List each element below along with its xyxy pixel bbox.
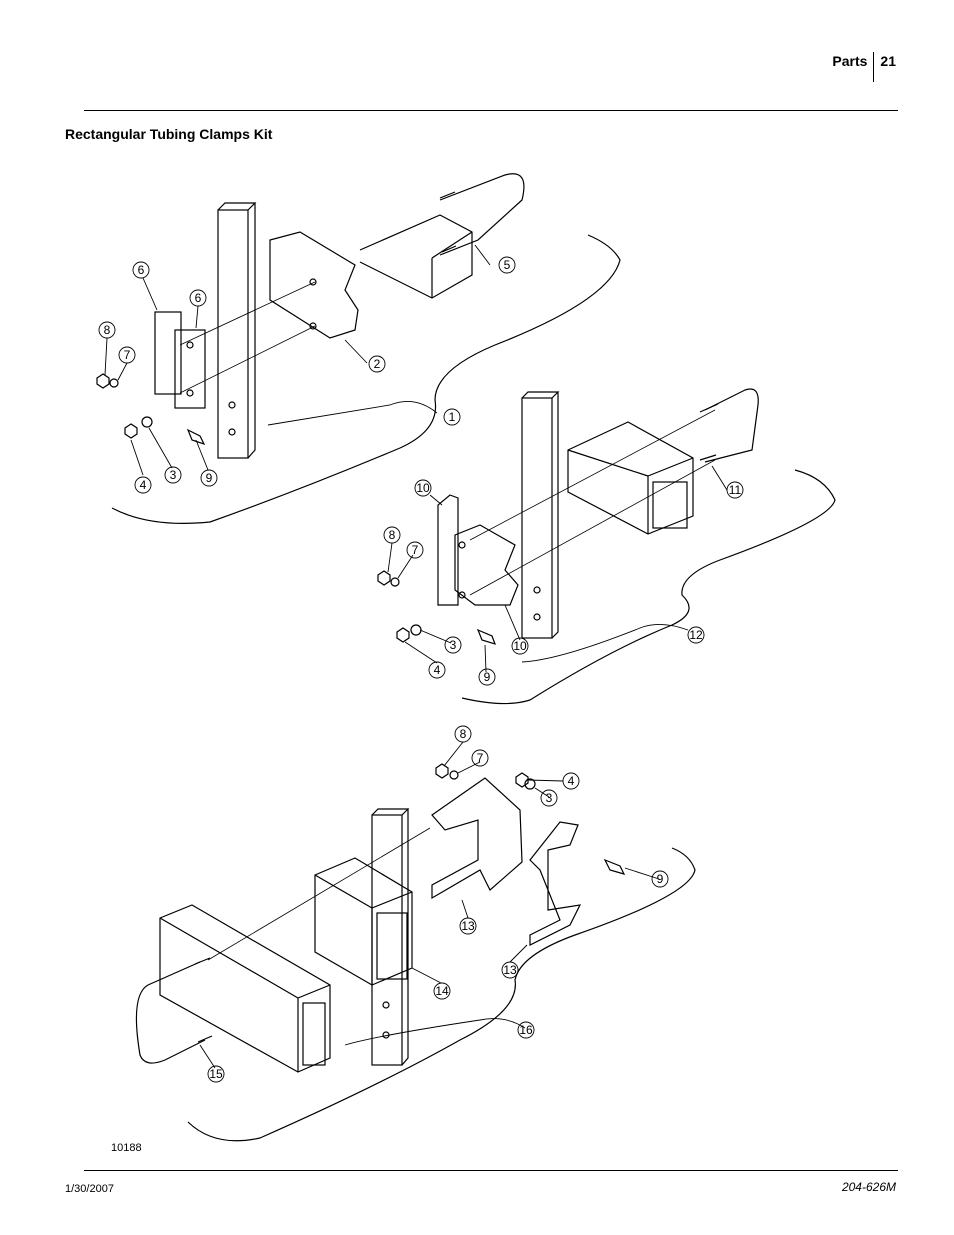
bottom-rule xyxy=(84,1170,898,1171)
tube-c-14 xyxy=(314,857,413,986)
tube-a xyxy=(359,214,473,299)
callout-label: 9 xyxy=(657,872,664,886)
bolt-b-9 xyxy=(476,628,496,645)
callout-label: 6 xyxy=(138,263,145,277)
callout-label: 9 xyxy=(206,471,213,485)
document-number: 204-626M xyxy=(841,1180,896,1194)
page-title: Rectangular Tubing Clamps Kit xyxy=(65,126,273,142)
callout-label: 7 xyxy=(412,543,419,557)
washer-a-3 xyxy=(141,416,153,428)
assembly-c xyxy=(135,763,696,1142)
washer-b-7 xyxy=(390,577,400,587)
bolt-c-9 xyxy=(603,858,626,875)
parts-exploded-diagram: 6 6 8 7 5 2 1 4 3 9 10 8 7 11 12 10 3 4 … xyxy=(96,173,836,1142)
callout-label: 13 xyxy=(461,919,475,933)
post-b xyxy=(521,397,553,639)
page-number: 21 xyxy=(880,53,896,69)
bracket-c-13a xyxy=(431,777,523,900)
callout-label: 8 xyxy=(460,727,467,741)
floor-outline-c xyxy=(187,847,696,1142)
post-a xyxy=(217,209,249,459)
tube-b xyxy=(567,421,694,535)
floor-outline-a xyxy=(111,234,621,524)
section-name: Parts xyxy=(832,53,868,69)
callout-label: 9 xyxy=(484,670,491,684)
callout-label: 10 xyxy=(513,639,527,653)
callout-label: 15 xyxy=(209,1067,223,1081)
callout-label: 3 xyxy=(546,791,553,805)
callout-label: 4 xyxy=(568,774,575,788)
assembly-b xyxy=(377,388,836,705)
callout-label: 1 xyxy=(449,410,456,424)
u-bolt-c xyxy=(135,961,206,1064)
washer-a-7 xyxy=(109,378,119,388)
floor-outline-b xyxy=(461,469,836,705)
clamp-plate-b1 xyxy=(437,494,459,606)
page-header: Parts 21 xyxy=(832,52,896,82)
plate-a xyxy=(269,231,359,339)
top-rule xyxy=(84,110,898,111)
nut-c-4 xyxy=(515,772,529,788)
callout-label: 11 xyxy=(729,483,742,497)
clamp-plate-b2 xyxy=(454,524,519,606)
clamp-plate-a1 xyxy=(154,311,182,395)
nut-b-4 xyxy=(396,627,410,643)
washer-b-3 xyxy=(410,624,422,636)
header-divider xyxy=(873,52,875,82)
nut-b-8 xyxy=(377,570,391,586)
callout-labels: 6 6 8 7 5 2 1 4 3 9 10 8 7 11 12 10 3 4 … xyxy=(104,258,742,1081)
footer-date: 1/30/2007 xyxy=(65,1183,114,1195)
clamp-plate-a2 xyxy=(174,329,206,409)
callout-label: 7 xyxy=(477,751,484,765)
nut-a-4 xyxy=(124,423,138,439)
tube-c-large xyxy=(159,904,331,1073)
callout-label: 8 xyxy=(104,323,111,337)
bracket-c-13b xyxy=(529,821,582,946)
callout-label: 8 xyxy=(389,528,396,542)
washer-c-7 xyxy=(449,770,459,780)
callout-label: 10 xyxy=(416,481,430,495)
callout-label: 6 xyxy=(195,291,202,305)
callout-label: 3 xyxy=(450,638,457,652)
nut-a-8 xyxy=(96,373,110,389)
callout-label: 3 xyxy=(170,468,177,482)
callout-label: 5 xyxy=(504,258,511,272)
callout-label: 4 xyxy=(434,663,441,677)
bolt-a-9 xyxy=(186,428,206,446)
u-bolt-a xyxy=(439,173,525,256)
callout-label: 16 xyxy=(519,1023,533,1037)
callout-label: 7 xyxy=(124,348,131,362)
figure-number: 10188 xyxy=(111,1142,142,1154)
callout-label: 13 xyxy=(503,963,517,977)
washer-c-3 xyxy=(524,778,536,790)
nut-c-8 xyxy=(435,763,449,779)
callout-label: 4 xyxy=(140,478,147,492)
callout-label: 12 xyxy=(689,628,703,642)
callout-label: 2 xyxy=(374,357,381,371)
callout-label: 14 xyxy=(435,984,449,998)
u-bolt-b xyxy=(704,388,759,463)
assembly-a xyxy=(96,173,621,524)
callouts xyxy=(98,244,744,1083)
